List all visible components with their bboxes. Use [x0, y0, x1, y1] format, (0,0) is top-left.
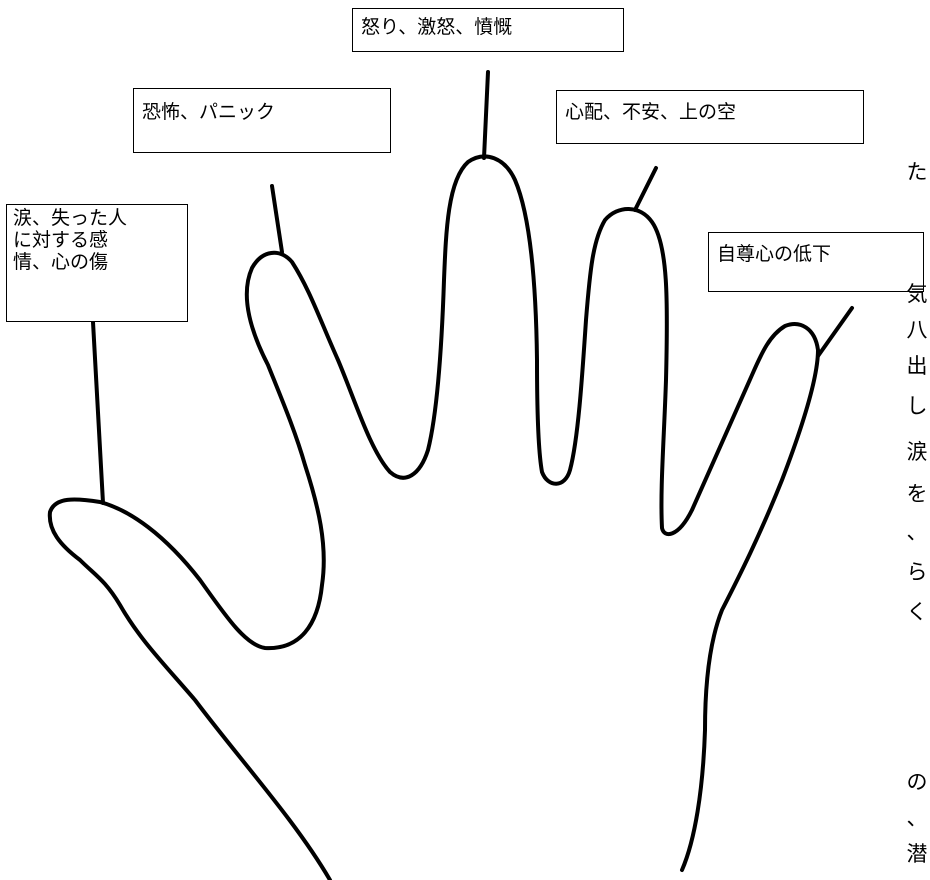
leader-line-ring: [633, 166, 658, 212]
edge-text-char: 出: [906, 354, 928, 378]
edge-text-char: 八: [906, 318, 928, 342]
edge-text-char: の: [906, 770, 928, 794]
edge-text-char: 潜: [906, 842, 928, 866]
label-index-finger: 恐怖、パニック: [133, 88, 391, 153]
edge-text-char: 気: [906, 282, 928, 306]
leader-line-little: [816, 306, 854, 358]
edge-text-char: 、: [906, 520, 928, 544]
edge-text-char: を: [906, 482, 928, 506]
label-ring-finger: 心配、不安、上の空: [556, 90, 864, 144]
edge-text-char: ら: [906, 560, 928, 584]
leader-line-middle: [482, 70, 490, 160]
edge-text-char: く: [906, 600, 928, 624]
label-middle-finger: 怒り、激怒、憤慨: [352, 8, 624, 52]
hand-outline: [47, 154, 820, 880]
edge-text-char: た: [906, 160, 928, 184]
edge-text-char: し: [906, 394, 928, 418]
leader-line-thumb: [91, 320, 105, 505]
label-thumb-finger: 涙、失った人 に対する感 情、心の傷: [6, 204, 188, 322]
edge-text-char: 涙: [906, 440, 928, 464]
leader-line-index: [270, 184, 284, 254]
edge-text-char: 、: [906, 806, 928, 830]
label-little-finger: 自尊心の低下: [708, 232, 924, 292]
